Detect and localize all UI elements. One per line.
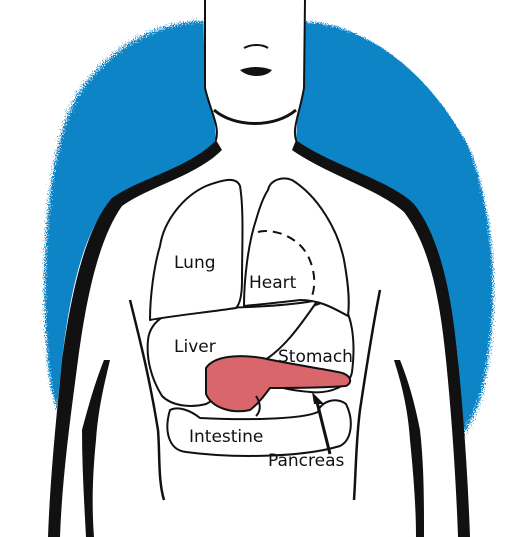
label-heart: Heart (249, 273, 297, 293)
label-intestine: Intestine (189, 427, 263, 447)
label-stomach: Stomach (278, 347, 353, 367)
label-pancreas: Pancreas (268, 451, 345, 471)
label-liver: Liver (174, 337, 216, 357)
label-lung: Lung (174, 253, 216, 273)
